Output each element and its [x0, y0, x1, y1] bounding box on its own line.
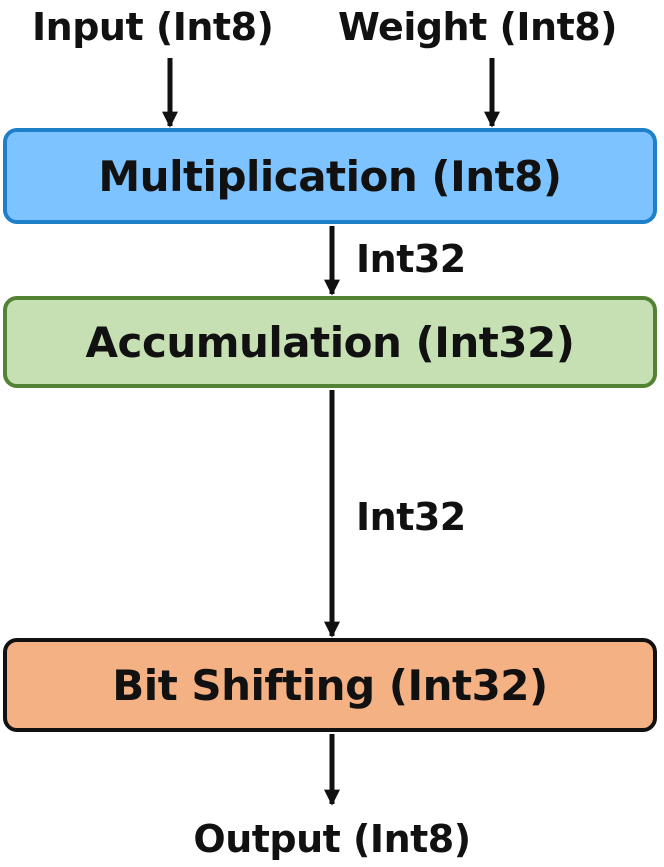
weight-label: Weight (Int8)	[338, 5, 618, 49]
input-label: Input (Int8)	[32, 5, 274, 49]
multiplication-label: Multiplication (Int8)	[98, 151, 562, 201]
bit-shifting-box: Bit Shifting (Int32)	[3, 638, 657, 732]
edge-label-mult-accum: Int32	[356, 237, 466, 281]
output-label: Output (Int8)	[193, 817, 471, 861]
edge-label-accum-shift: Int32	[356, 495, 466, 539]
bit-shifting-label: Bit Shifting (Int32)	[112, 660, 548, 710]
multiplication-box: Multiplication (Int8)	[3, 128, 657, 224]
accumulation-label: Accumulation (Int32)	[85, 317, 575, 367]
accumulation-box: Accumulation (Int32)	[3, 296, 657, 388]
